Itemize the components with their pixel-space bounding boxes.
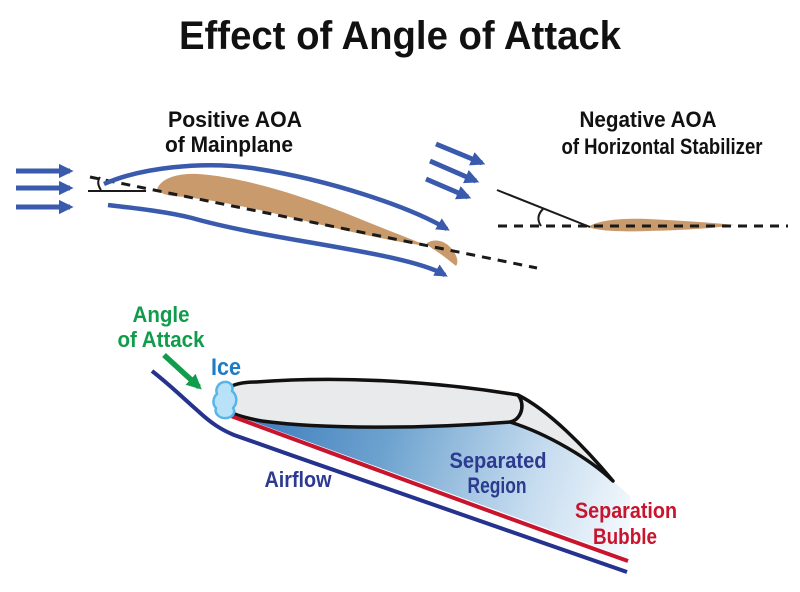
ice-label: Ice <box>211 354 241 381</box>
iced-airfoil-shape <box>219 377 524 429</box>
mainplane-angle-arc <box>97 176 102 191</box>
mainplane-panel: Positive AOA of Mainplane <box>16 107 538 277</box>
stabilizer-panel: Negative AOA of Horizontal Stabilizer <box>425 107 788 232</box>
mainplane-flap-shape <box>426 240 458 266</box>
aoa-arrow-icon <box>162 352 202 390</box>
mainplane-chord-dashed-line <box>89 175 538 270</box>
mainplane-airfoil-shape <box>157 173 428 246</box>
upper-streamline-arrow <box>103 163 450 231</box>
mainplane-label-line1: Positive AOA <box>168 107 302 132</box>
stabilizer-angle-arc <box>537 208 544 227</box>
iced-airfoil-panel: Angle of Attack Ice Airflow Separated Re… <box>118 302 677 574</box>
downwash-arrow-icon <box>429 158 480 184</box>
page-title: Effect of Angle of Attack <box>179 14 622 58</box>
stabilizer-label-line1: Negative AOA <box>580 107 717 132</box>
downwash-arrow-icon <box>425 176 472 200</box>
mainplane-label-line2: of Mainplane <box>165 132 293 157</box>
lower-streamline-arrow <box>107 202 448 277</box>
stabilizer-label-line2: of Horizontal Stabilizer <box>562 134 763 159</box>
separated-region-label-line1: Separated <box>450 448 547 473</box>
stabilizer-reference-line <box>496 189 591 228</box>
airflow-label: Airflow <box>265 467 333 492</box>
downwash-arrow-icons <box>425 141 486 200</box>
airflow-line <box>150 369 628 574</box>
separation-bubble-label-line1: Separation <box>575 498 677 523</box>
separated-region-label-line2: Region <box>468 473 527 498</box>
freestream-arrow-icons <box>16 163 74 215</box>
ice-blob <box>212 380 238 420</box>
aoa-label-line1: Angle <box>133 302 190 327</box>
aoa-label-line2: of Attack <box>118 327 206 352</box>
separated-region-fill <box>232 414 631 558</box>
downwash-arrow-icon <box>435 141 486 166</box>
separation-bubble-line <box>230 414 629 563</box>
trailing-blade-shape <box>508 393 615 483</box>
separation-bubble-label-line2: Bubble <box>593 524 657 549</box>
